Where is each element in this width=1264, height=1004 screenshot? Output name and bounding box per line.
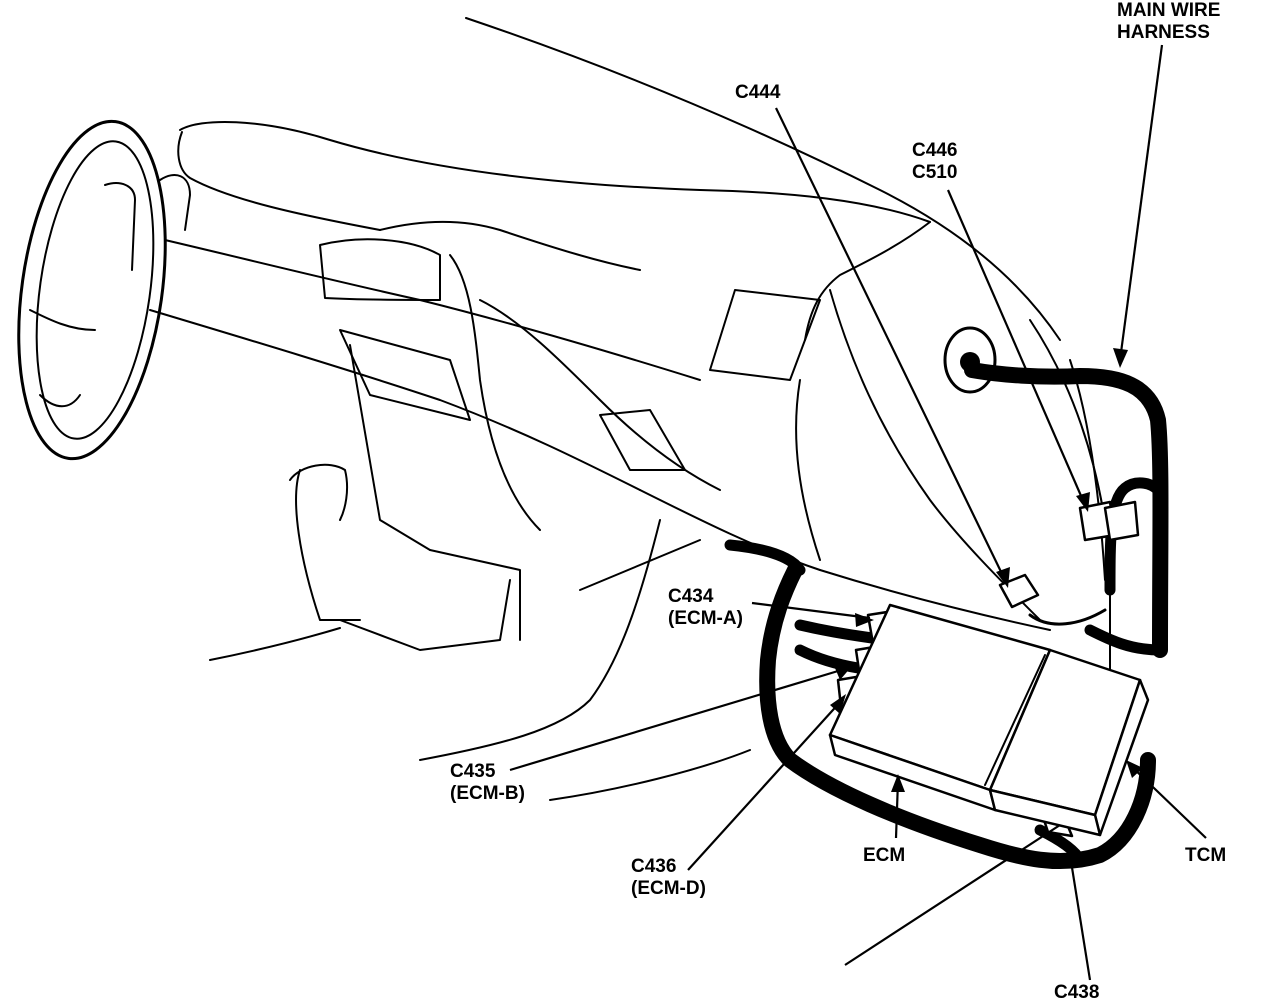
ecm-label: ECM — [863, 845, 906, 866]
c446-c510-label: C446 C510 — [912, 140, 957, 184]
center-console — [209, 238, 541, 661]
c436-label: C436 (ECM-D) — [631, 856, 706, 900]
main-wire-harness-label: MAIN WIRE HARNESS — [1117, 0, 1220, 44]
main-wire-harness-label-line1: MAIN WIRE — [1117, 0, 1221, 21]
c436-label-sub: (ECM-D) — [631, 878, 706, 899]
c434-label-sub: (ECM-A) — [668, 608, 743, 629]
c434-label: C434 (ECM-A) — [668, 586, 743, 630]
c444-label: C444 — [735, 82, 781, 103]
c510-label: C510 — [912, 162, 958, 183]
c438-label: C438 — [1054, 982, 1100, 1003]
c446-label: C446 — [912, 140, 958, 161]
harness-grommet — [943, 326, 997, 394]
c434-label-code: C434 — [668, 586, 714, 607]
c435-label-sub: (ECM-B) — [450, 783, 525, 804]
steering-wheel — [17, 119, 191, 461]
tcm-unit — [988, 648, 1150, 837]
arrowheads — [830, 348, 1143, 868]
tcm-label: TCM — [1185, 845, 1227, 866]
main-wire-harness-label-line2: HARNESS — [1117, 22, 1210, 43]
c436-label-code: C436 — [631, 856, 677, 877]
ecm-unit — [828, 603, 1052, 812]
c435-label-code: C435 — [450, 761, 496, 782]
c435-label: C435 (ECM-B) — [450, 761, 525, 805]
dashboard-outline — [149, 17, 1061, 631]
leader-lines — [509, 44, 1207, 981]
